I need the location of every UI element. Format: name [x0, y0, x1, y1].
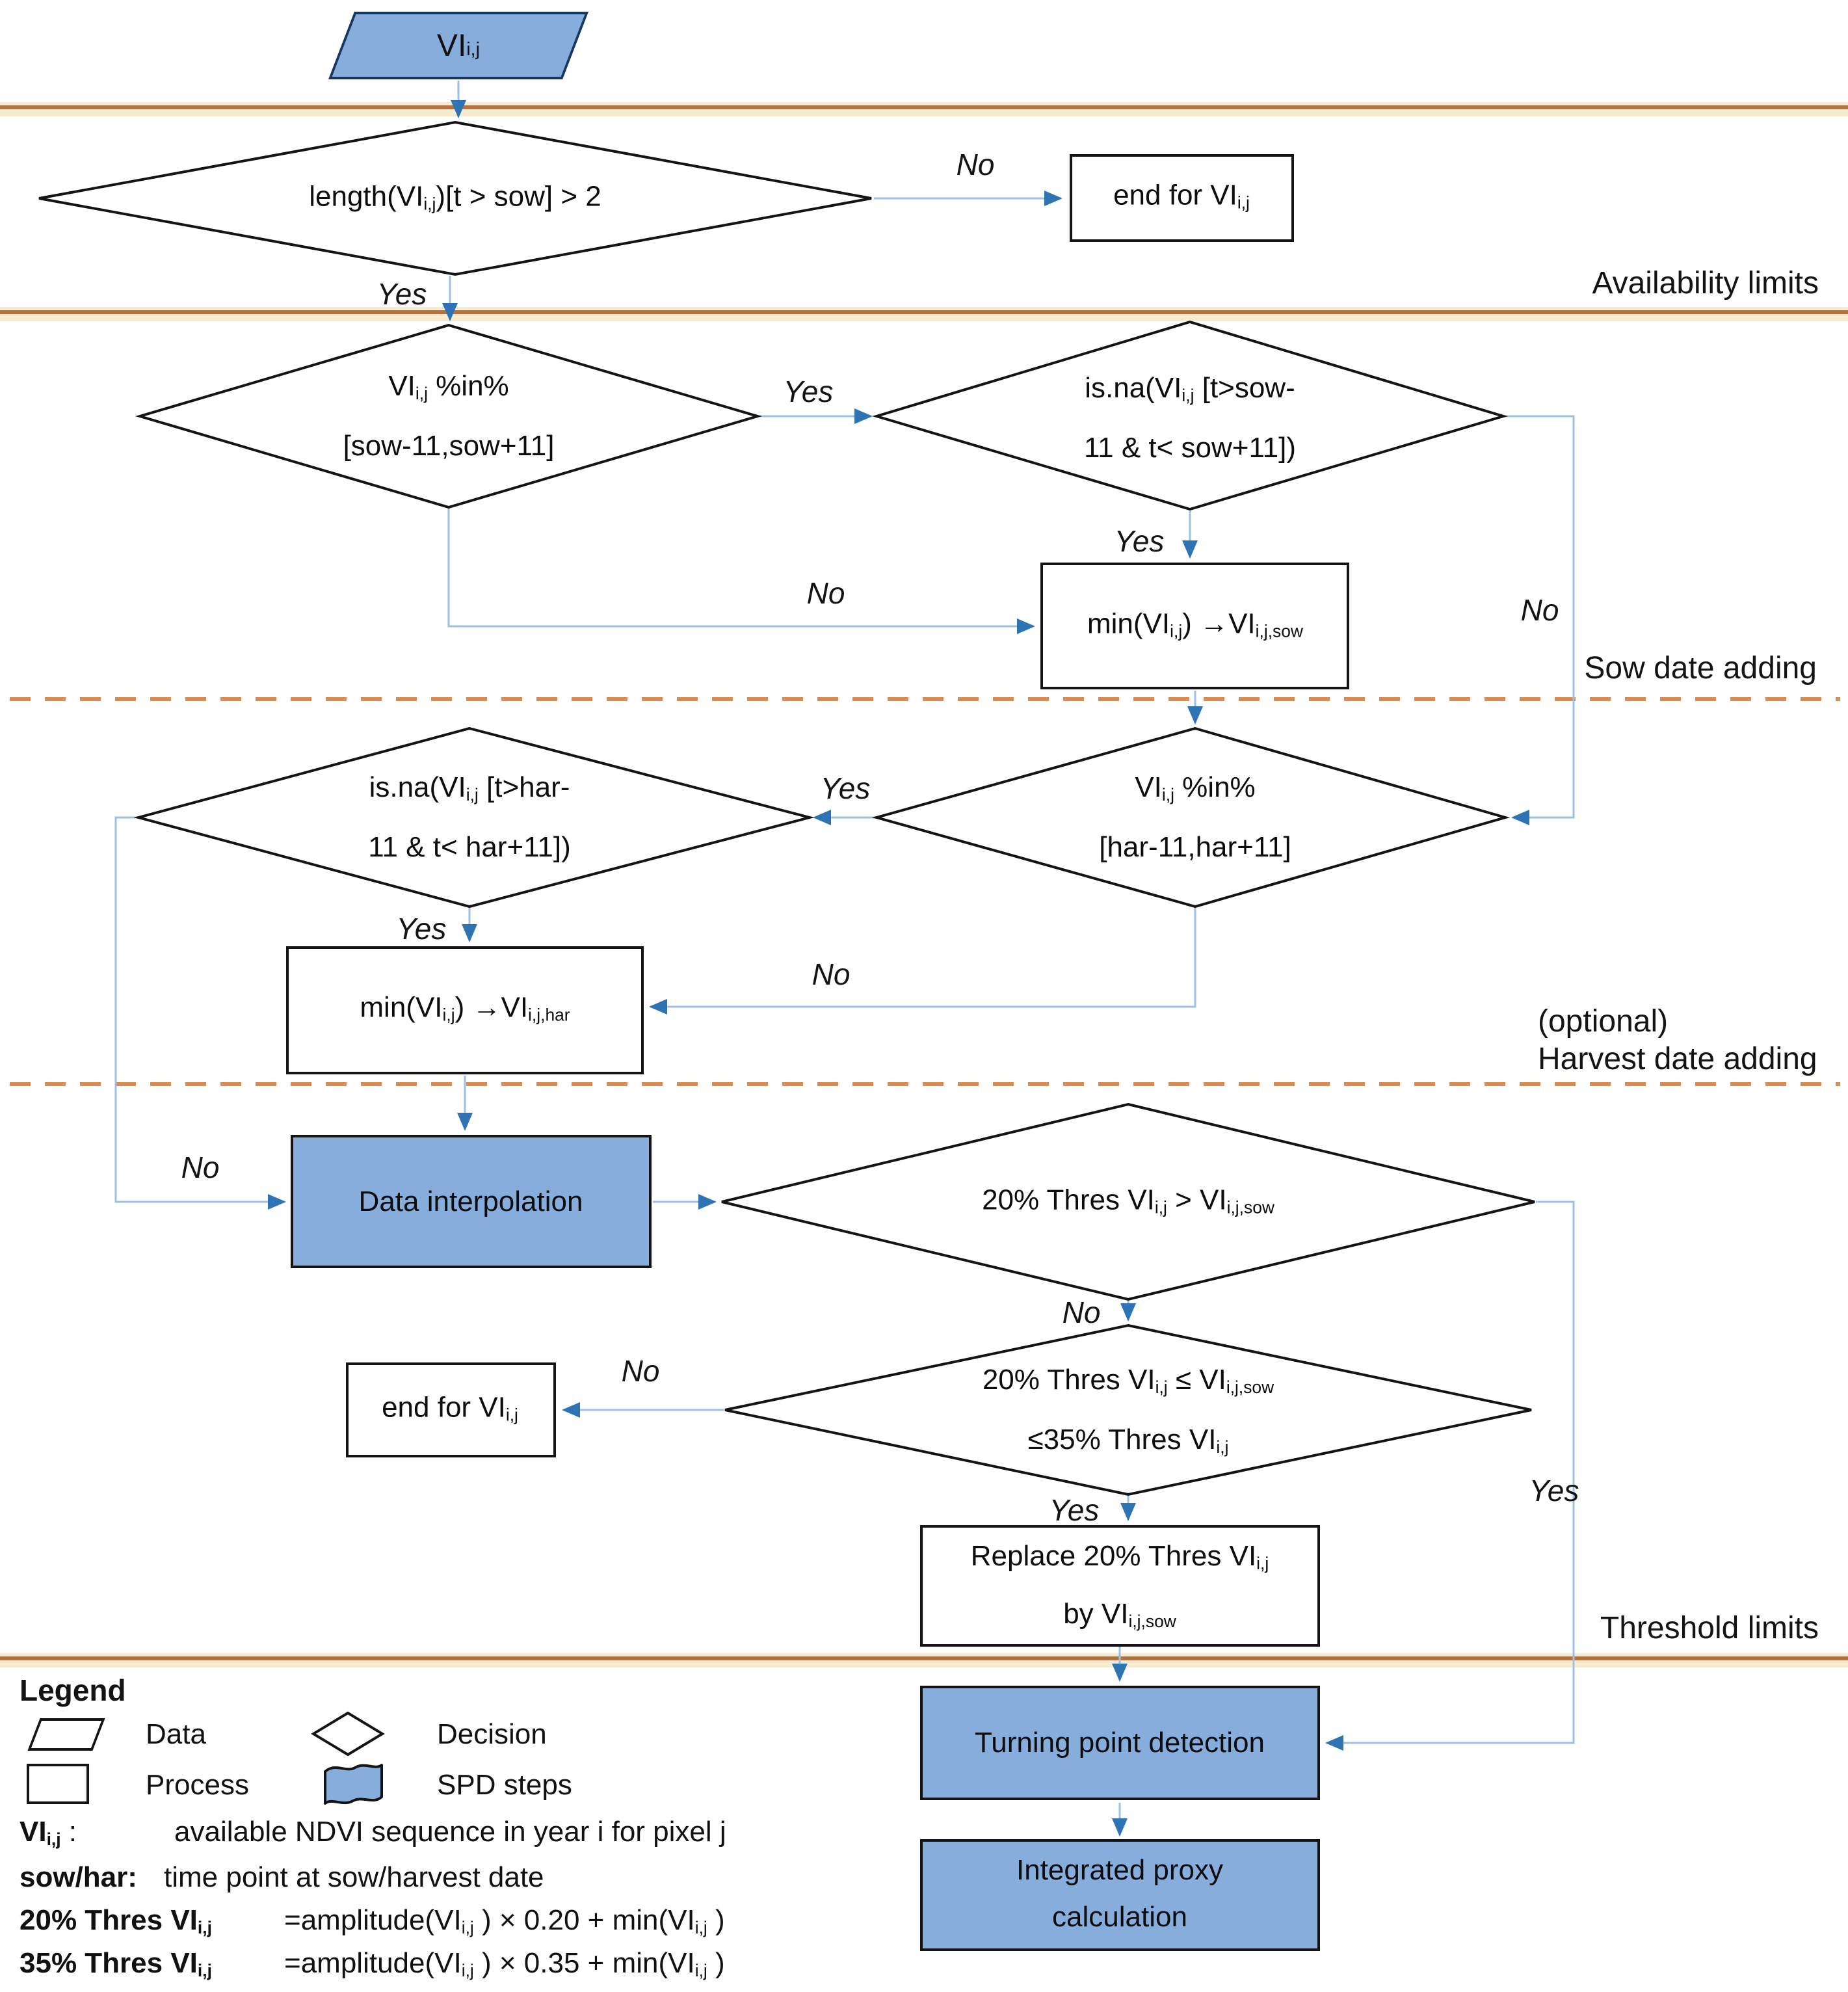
- legend-item-data: Data: [146, 1718, 206, 1750]
- decision-length-label: length(VIi,j)[t > sow] > 2: [309, 180, 601, 214]
- min-har-label: min(VIi,j) →VIi,j,har: [360, 991, 570, 1025]
- decision-thres20-label: 20% Thres VIi,j > VIi,j,sow: [982, 1184, 1274, 1217]
- section-divider-rules: [0, 102, 1848, 1667]
- definition-thres35-desc: =amplitude(VIi,j ) × 0.35 + min(VIi,j ): [284, 1947, 725, 1980]
- spd-flag-icon: [324, 1764, 383, 1805]
- edge-harwindow-no: [649, 908, 1196, 1015]
- decision-sow-na-shape: [872, 320, 1508, 511]
- section-availability-label: Availability limits: [1592, 266, 1819, 300]
- integrated-proxy-label: Integrated proxy calculation: [1016, 1854, 1223, 1933]
- edge-harna-no-loop: [114, 816, 286, 1210]
- decision-length-shape: [38, 120, 872, 276]
- parallelogram-icon: [27, 1718, 105, 1751]
- legend-item-decision: Decision: [437, 1718, 547, 1750]
- branch-yes-sow-na: Yes: [1114, 524, 1165, 558]
- diamond-icon: [311, 1711, 385, 1757]
- branch-yes-har-window: Yes: [820, 771, 871, 805]
- definition-thres35-term: 35% Thres VIi,j: [20, 1947, 212, 1980]
- data-interpolation-label: Data interpolation: [358, 1186, 583, 1217]
- branch-no-har-window: No: [812, 957, 851, 991]
- replace-label: Replace 20% Thres VIi,j by VIi,j,sow: [970, 1540, 1269, 1631]
- decision-thres20-shape: [721, 1102, 1535, 1301]
- decision-range-shape: [724, 1323, 1532, 1496]
- definition-thres20-term: 20% Thres VIi,j: [20, 1904, 212, 1937]
- edge-sowna-no-loop: [1505, 415, 1575, 825]
- integrated-proxy-box: [920, 1839, 1320, 1951]
- min-sow-label: min(VIi,j) →VIi,j,sow: [1087, 607, 1303, 641]
- branch-no-sow-window: No: [806, 576, 845, 610]
- decision-range-label: 20% Thres VIi,j ≤ VIi,j,sow ≤35% Thres V…: [982, 1364, 1274, 1457]
- definition-thres20-desc: =amplitude(VIi,j ) × 0.20 + min(VIi,j ): [284, 1904, 725, 1937]
- edge-thres20-yes-loop: [1325, 1201, 1575, 1751]
- decision-shapes: [38, 120, 1535, 1496]
- rectangle-icon: [27, 1764, 89, 1804]
- branch-yes-range: Yes: [1049, 1493, 1100, 1527]
- branch-yes-thres20: Yes: [1529, 1474, 1579, 1507]
- definition-vi-desc: available NDVI sequence in year i for pi…: [174, 1816, 726, 1848]
- branch-no-thres20: No: [1062, 1295, 1101, 1329]
- branch-no-length: No: [956, 148, 995, 181]
- branch-no-range: No: [621, 1354, 660, 1388]
- section-optional-label: (optional): [1538, 1004, 1669, 1039]
- branch-yes-har-na: Yes: [396, 912, 447, 946]
- legend-item-process: Process: [146, 1769, 249, 1801]
- decision-har-window-label: VIi,j %in% [har-11,har+11]: [1099, 771, 1291, 863]
- edge-sowwindow-no: [447, 509, 1035, 634]
- decision-har-window-shape: [871, 726, 1511, 909]
- definition-sowhar-desc: time point at sow/harvest date: [164, 1861, 544, 1893]
- decision-sow-window-shape: [135, 323, 763, 509]
- end2-box: [346, 1362, 556, 1457]
- section-sow-label: Sow date adding: [1584, 651, 1817, 685]
- replace-box: [920, 1525, 1320, 1647]
- branch-yes-sow-window: Yes: [783, 375, 834, 408]
- end1-label: end for VIi,j: [1113, 179, 1250, 213]
- decision-har-na-shape: [133, 726, 815, 909]
- branch-no-har-na: No: [181, 1150, 220, 1184]
- branch-yes-length: Yes: [376, 277, 427, 311]
- turning-point-box: [920, 1686, 1320, 1800]
- definition-vi-term: VIi,j :: [20, 1816, 77, 1849]
- legend-title: Legend: [20, 1673, 126, 1707]
- definition-sowhar-term: sow/har:: [20, 1861, 137, 1893]
- decision-sow-na-label: is.na(VIi,j [t>sow- 11 & t< sow+11]): [1083, 372, 1297, 464]
- turning-point-label: Turning point detection: [975, 1727, 1265, 1759]
- end2-label: end for VIi,j: [382, 1391, 518, 1425]
- section-harvest-label: Harvest date adding: [1538, 1042, 1817, 1076]
- end1-box: [1070, 154, 1294, 242]
- min-sow-box: [1040, 563, 1349, 689]
- decision-har-na-label: is.na(VIi,j [t>har- 11 & t< har+11]): [368, 771, 571, 863]
- decision-sow-window-label: VIi,j %in% [sow-11,sow+11]: [343, 370, 555, 462]
- branch-no-sow-na: No: [1520, 593, 1559, 627]
- data-interpolation-box: [291, 1135, 652, 1268]
- connectors: [114, 81, 1575, 1837]
- legend-item-spd: SPD steps: [437, 1769, 572, 1801]
- min-har-box: [286, 946, 644, 1074]
- section-threshold-label: Threshold limits: [1600, 1611, 1819, 1645]
